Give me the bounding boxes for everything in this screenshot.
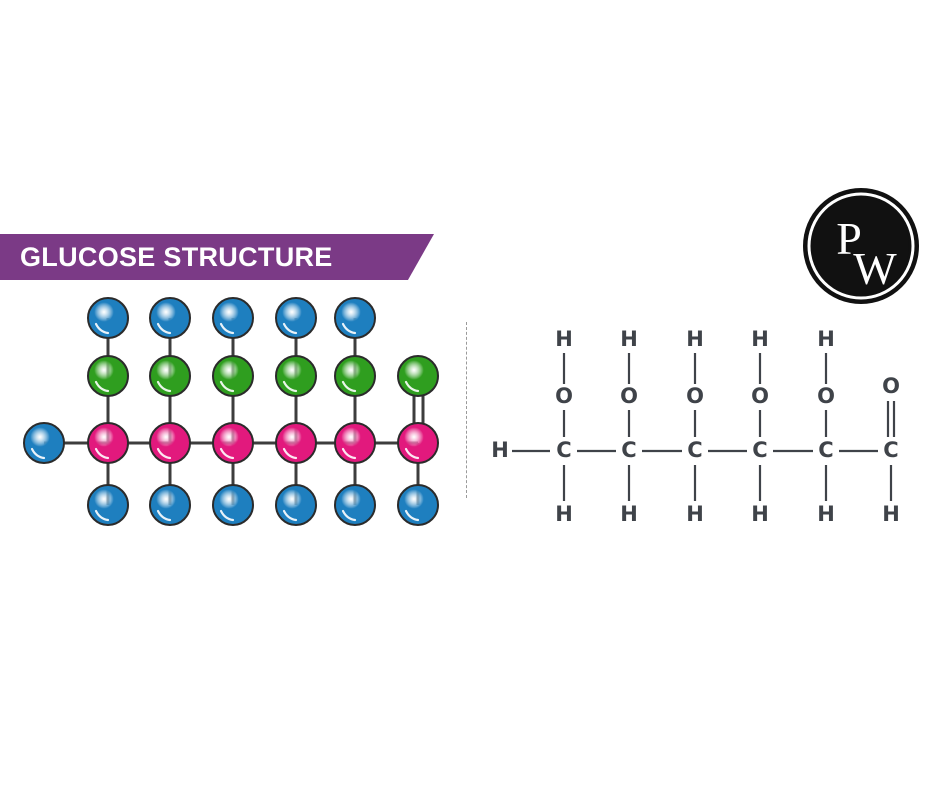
carbon-atom [275, 422, 317, 464]
formula-carbon: C [556, 438, 571, 462]
formula-carbon: C [752, 438, 767, 462]
oxygen-atom [334, 355, 376, 397]
hydrogen-atom [149, 297, 191, 339]
formula-bonds [512, 353, 896, 501]
formula-top-hydrogen: H [751, 327, 769, 351]
oxygen-atom [87, 355, 129, 397]
hydrogen-atom [212, 297, 254, 339]
hydrogen-atom [149, 484, 191, 526]
hydrogen-atom [87, 297, 129, 339]
formula-top-hydrogen: H [620, 327, 638, 351]
hydrogen-atom [23, 422, 65, 464]
formula-oxygen: O [817, 384, 835, 408]
formula-top-hydrogen: H [555, 327, 573, 351]
carbon-atom [149, 422, 191, 464]
pw-logo: P W [801, 186, 921, 306]
hydrogen-atom [334, 484, 376, 526]
formula-oxygen: O [751, 384, 769, 408]
formula-carbon: C [883, 438, 898, 462]
pw-logo-mark: P W [803, 188, 919, 304]
banner-title: GLUCOSE STRUCTURE [20, 242, 333, 272]
oxygen-atom [149, 355, 191, 397]
formula-bottom-hydrogen: H [751, 502, 769, 526]
formula-bottom-hydrogen: H [817, 502, 835, 526]
formula-bottom-hydrogen: H [620, 502, 638, 526]
hydrogen-atom [275, 484, 317, 526]
formula-oxygen: O [555, 384, 573, 408]
hydrogen-atom [212, 484, 254, 526]
formula-oxygen: O [620, 384, 638, 408]
hydrogen-atom [397, 484, 439, 526]
hydrogen-atom [334, 297, 376, 339]
formula-carbon: C [818, 438, 833, 462]
ball-and-stick-model [23, 297, 439, 526]
carbon-atom [334, 422, 376, 464]
carbon-atom [87, 422, 129, 464]
formula-terminal-hydrogen: H [491, 438, 509, 462]
formula-oxygen: O [686, 384, 704, 408]
model-atoms [23, 297, 439, 526]
logo-letter-w: W [853, 243, 897, 294]
hydrogen-atom [275, 297, 317, 339]
formula-carbon: C [687, 438, 702, 462]
carbon-atom [397, 422, 439, 464]
formula-bottom-hydrogen: H [686, 502, 704, 526]
oxygen-atom [275, 355, 317, 397]
formula-carbon: C [621, 438, 636, 462]
section-divider [466, 322, 467, 498]
formula-aldehyde-oxygen: O [882, 374, 900, 398]
hydrogen-atom [87, 484, 129, 526]
logo-letter-p: P [836, 213, 862, 264]
formula-bottom-hydrogen: H [555, 502, 573, 526]
carbon-atom [212, 422, 254, 464]
formula-top-hydrogen: H [686, 327, 704, 351]
formula-bottom-hydrogen: H [882, 502, 900, 526]
formula-top-hydrogen: H [817, 327, 835, 351]
title-banner: GLUCOSE STRUCTURE [0, 234, 434, 280]
oxygen-atom [397, 355, 439, 397]
oxygen-atom [212, 355, 254, 397]
